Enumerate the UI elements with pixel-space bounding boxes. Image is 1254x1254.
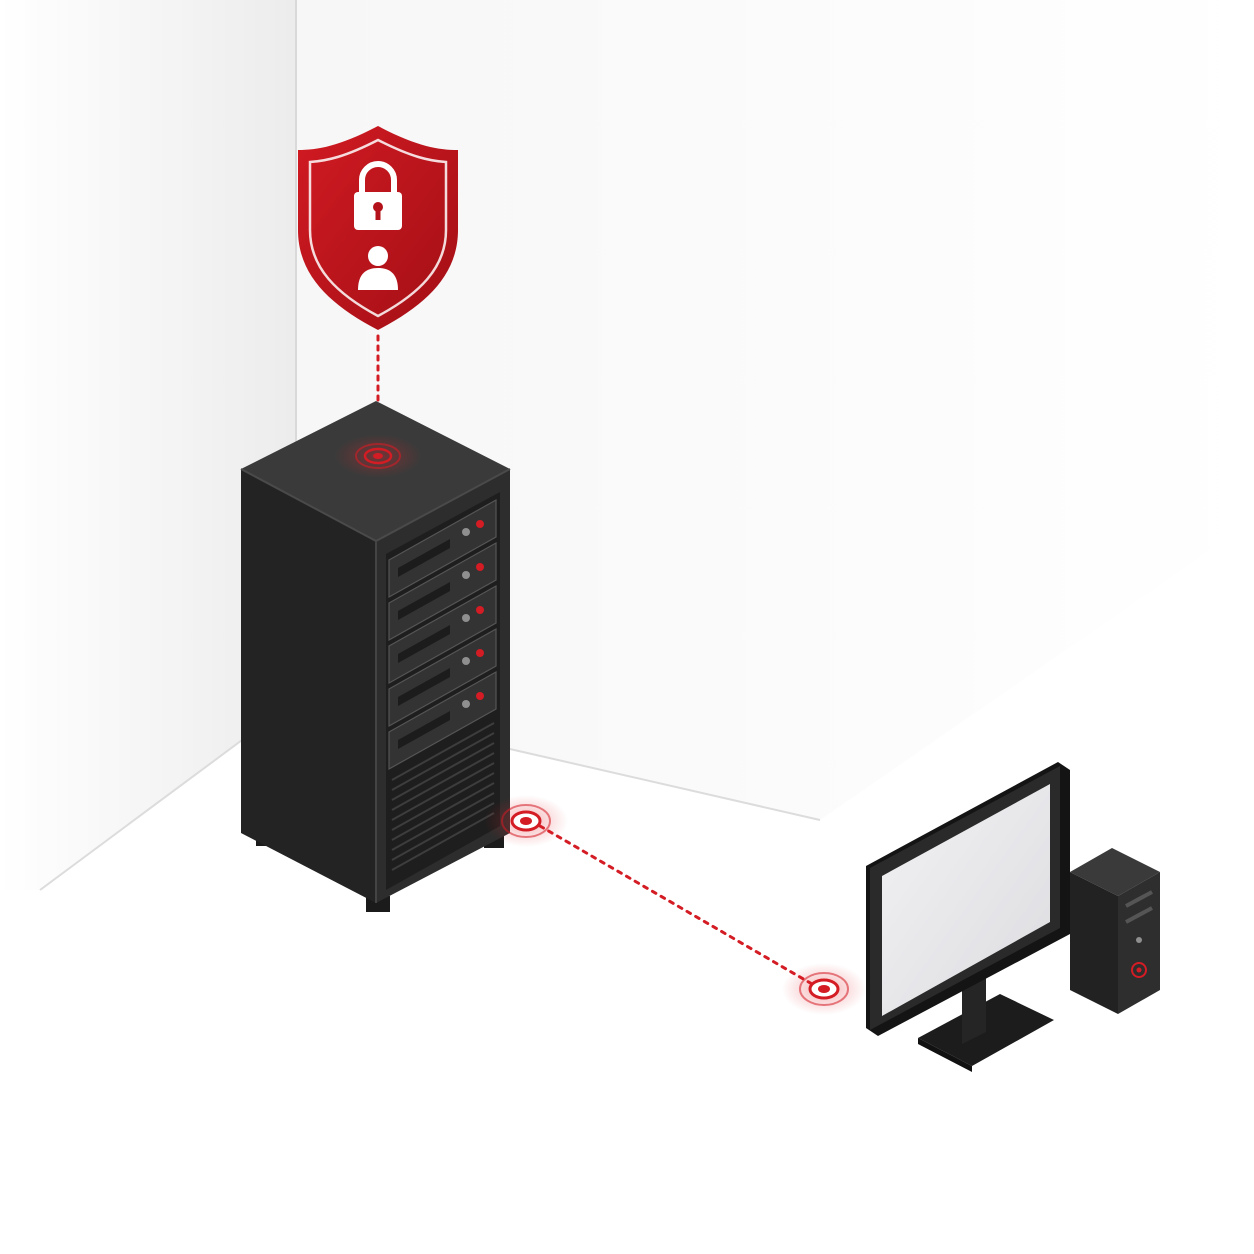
security-shield-icon [298, 126, 458, 330]
status-light-gray [462, 700, 470, 708]
power-indicator-gray [1136, 937, 1142, 943]
rack-to-workstation-connector [538, 824, 814, 986]
target-ring-icon [334, 434, 422, 478]
workstation [866, 762, 1160, 1072]
padlock-icon [354, 161, 402, 230]
target-ring-icon [782, 963, 866, 1015]
drive-bay [388, 541, 497, 642]
status-light-red [476, 563, 484, 571]
status-light-gray [462, 657, 470, 665]
status-light-gray [462, 528, 470, 536]
monitor-screen [882, 784, 1050, 1016]
user-icon [358, 246, 398, 290]
room-corner [0, 0, 1254, 891]
drive-bay [388, 498, 497, 599]
desktop-tower [1070, 848, 1160, 1014]
right-wall [296, 0, 1254, 820]
drive-bay [388, 584, 497, 685]
power-button-icon [1131, 962, 1147, 978]
drive-bay [388, 670, 497, 771]
status-light-gray [462, 571, 470, 579]
target-ring-icon [484, 795, 568, 847]
vent-grille [391, 722, 495, 871]
rack-side [241, 469, 376, 903]
status-light-red [476, 520, 484, 528]
status-light-red [476, 606, 484, 614]
monitor [866, 762, 1070, 1036]
status-light-red [476, 649, 484, 657]
status-light-gray [462, 614, 470, 622]
drive-bay [388, 627, 497, 728]
status-light-red [476, 692, 484, 700]
left-wall [0, 0, 296, 890]
